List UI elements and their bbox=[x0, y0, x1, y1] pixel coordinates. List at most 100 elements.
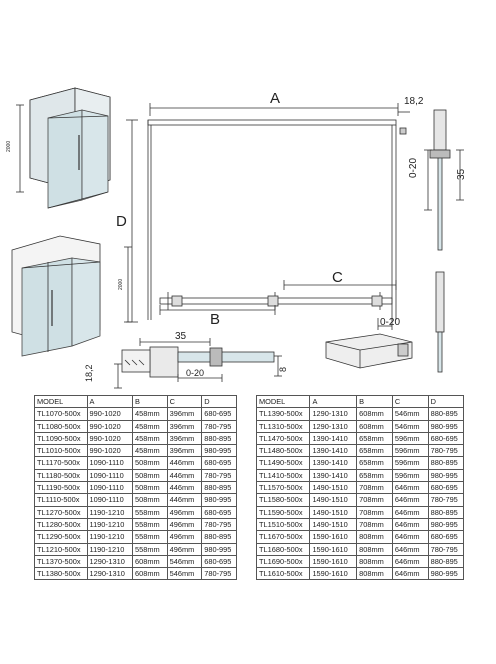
value-cell: 990-1020 bbox=[86, 444, 134, 458]
value-cell: 1090-1110 bbox=[86, 468, 134, 483]
value-cell: 680-695 bbox=[201, 505, 237, 519]
iso-height-bottom-label: 2000 bbox=[118, 279, 124, 290]
value-cell: 1390-1410 bbox=[309, 444, 358, 458]
section-height-label: 18,2 bbox=[84, 364, 94, 382]
value-cell: 608mm bbox=[132, 567, 168, 581]
value-cell: 1590-1610 bbox=[309, 530, 358, 544]
table-header-row: MODEL A B C D bbox=[255, 394, 465, 409]
header-cell: A bbox=[309, 394, 358, 409]
section-thickness-label: 8 bbox=[278, 367, 288, 372]
side-height-label: 0-20 bbox=[408, 158, 419, 178]
header-cell: B bbox=[132, 394, 168, 409]
model-cell: TL1610-500x bbox=[255, 567, 311, 581]
header-cell: D bbox=[427, 394, 465, 409]
bottom-section-detail bbox=[114, 338, 282, 389]
value-cell: 458mm bbox=[132, 444, 168, 458]
value-cell: 1490-1510 bbox=[309, 493, 358, 507]
bottom-gap-label: 0-20 bbox=[380, 317, 400, 328]
iso-height-top-label: 2000 bbox=[6, 141, 12, 152]
model-cell: TL1010-500x bbox=[34, 444, 88, 458]
value-cell: 990-1020 bbox=[86, 419, 134, 433]
header-cell: MODEL bbox=[34, 394, 88, 409]
value-cell: 1490-1510 bbox=[309, 517, 358, 532]
value-cell: 708mm bbox=[356, 505, 393, 519]
value-cell: 708mm bbox=[356, 493, 393, 507]
value-cell: 680-695 bbox=[427, 431, 465, 446]
value-cell: 1090-1110 bbox=[86, 456, 134, 470]
value-cell: 880-895 bbox=[201, 431, 237, 446]
model-cell: TL1410-500x bbox=[255, 468, 311, 483]
model-cell: TL1680-500x bbox=[255, 542, 311, 556]
value-cell: 458mm bbox=[132, 419, 168, 433]
value-cell: 1190-1210 bbox=[86, 530, 134, 544]
header-cell: A bbox=[86, 394, 134, 409]
value-cell: 646mm bbox=[391, 567, 429, 581]
value-cell: 1090-1110 bbox=[86, 481, 134, 495]
model-cell: TL1370-500x bbox=[34, 554, 88, 569]
model-cell: TL1110-500x bbox=[34, 493, 88, 507]
value-cell: 508mm bbox=[132, 481, 168, 495]
value-cell: 446mm bbox=[166, 456, 203, 470]
value-cell: 508mm bbox=[132, 493, 168, 507]
value-cell: 980-995 bbox=[427, 567, 465, 581]
header-cell: C bbox=[391, 394, 429, 409]
value-cell: 646mm bbox=[391, 517, 429, 532]
value-cell: 608mm bbox=[356, 407, 393, 421]
top-right-value: 18,2 bbox=[404, 96, 424, 107]
value-cell: 446mm bbox=[166, 493, 203, 507]
value-cell: 1590-1610 bbox=[309, 542, 358, 556]
value-cell: 1190-1210 bbox=[86, 517, 134, 532]
model-cell: TL1190-500x bbox=[34, 481, 88, 495]
value-cell: 496mm bbox=[166, 517, 203, 532]
value-cell: 880-895 bbox=[201, 530, 237, 544]
value-cell: 1290-1310 bbox=[309, 407, 358, 421]
value-cell: 596mm bbox=[391, 444, 429, 458]
value-cell: 546mm bbox=[391, 419, 429, 433]
value-cell: 780-795 bbox=[427, 493, 465, 507]
value-cell: 780-795 bbox=[201, 468, 237, 483]
dim-a-label: A bbox=[270, 90, 280, 107]
value-cell: 596mm bbox=[391, 431, 429, 446]
model-cell: TL1280-500x bbox=[34, 517, 88, 532]
value-cell: 546mm bbox=[391, 407, 429, 421]
table-header-row: MODEL A B C D bbox=[34, 394, 237, 409]
value-cell: 808mm bbox=[356, 567, 393, 581]
model-cell: TL1180-500x bbox=[34, 468, 88, 483]
value-cell: 1390-1410 bbox=[309, 431, 358, 446]
value-cell: 680-695 bbox=[427, 481, 465, 495]
value-cell: 980-995 bbox=[201, 542, 237, 556]
dim-b-label: B bbox=[210, 311, 220, 328]
value-cell: 1490-1510 bbox=[309, 481, 358, 495]
value-cell: 458mm bbox=[132, 431, 168, 446]
value-cell: 1590-1610 bbox=[309, 554, 358, 569]
model-cell: TL1490-500x bbox=[255, 456, 311, 470]
model-cell: TL1210-500x bbox=[34, 542, 88, 556]
value-cell: 396mm bbox=[166, 431, 203, 446]
value-cell: 496mm bbox=[166, 530, 203, 544]
value-cell: 780-795 bbox=[427, 444, 465, 458]
value-cell: 780-795 bbox=[201, 419, 237, 433]
value-cell: 508mm bbox=[132, 456, 168, 470]
value-cell: 880-895 bbox=[201, 481, 237, 495]
value-cell: 980-995 bbox=[427, 517, 465, 532]
value-cell: 880-895 bbox=[427, 554, 465, 569]
